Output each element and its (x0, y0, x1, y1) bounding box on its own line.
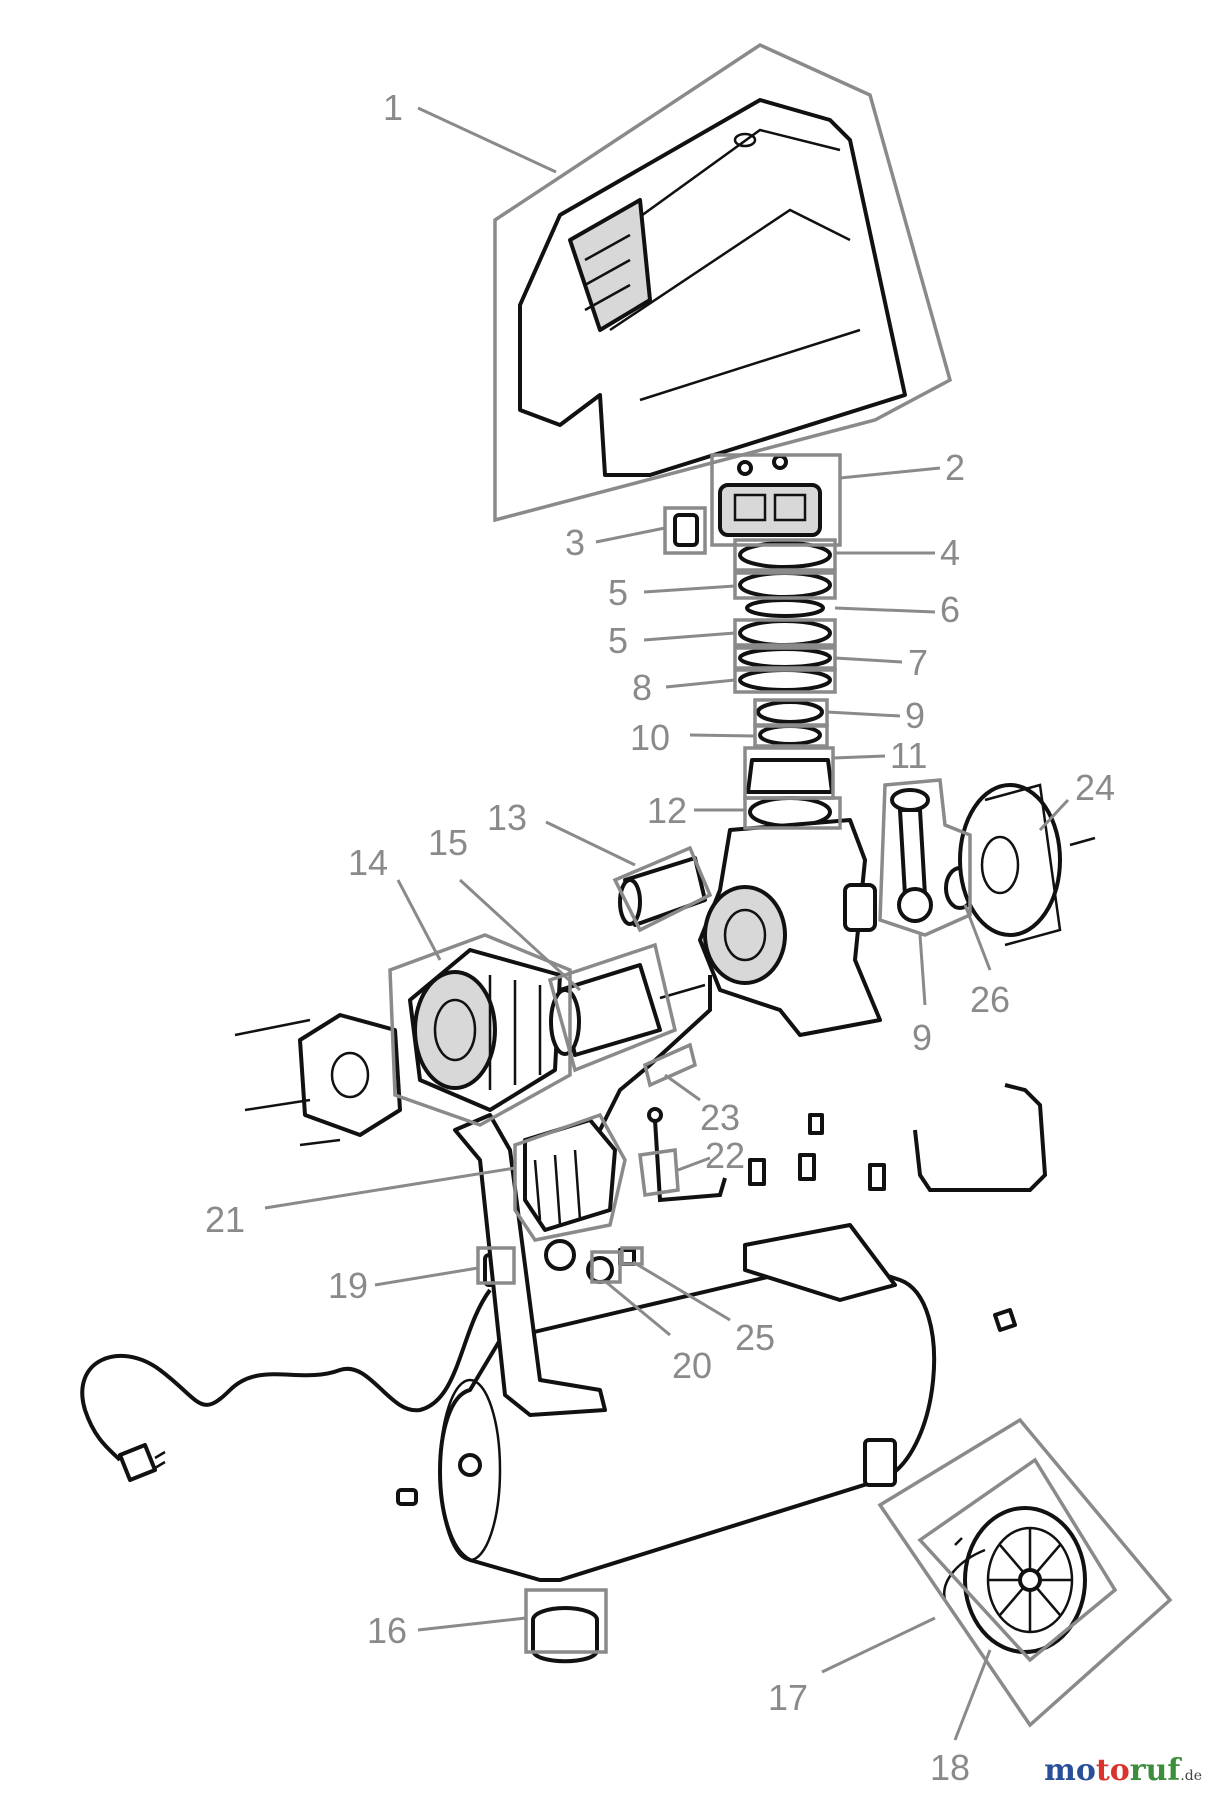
label-1: 1 (383, 87, 403, 128)
brand-tld: .de (1180, 1768, 1202, 1784)
label-15: 15 (428, 822, 468, 863)
part-outlet-pipe (647, 1107, 727, 1203)
part-hose (913, 1083, 1048, 1192)
part-fan (958, 783, 1096, 947)
part-cylinder-head (718, 454, 822, 537)
label-8: 8 (632, 667, 652, 708)
label-14: 14 (348, 842, 388, 883)
label-10: 10 (630, 717, 670, 758)
label-20: 20 (672, 1345, 712, 1386)
part-stator (408, 948, 562, 1112)
part-tank (438, 1223, 937, 1582)
part-number-labels: 1 2 3 4 5 6 5 7 8 9 10 11 12 13 14 15 24… (205, 87, 1115, 1788)
part-clip (993, 1308, 1017, 1332)
part-crankcase (698, 818, 882, 1037)
brand-part-2: to (1095, 1753, 1130, 1788)
part-connecting-rod (890, 788, 933, 923)
label-23: 23 (700, 1097, 740, 1138)
brand-part-3: ruf (1129, 1753, 1181, 1788)
label-5a: 5 (608, 572, 628, 613)
label-3: 3 (565, 522, 585, 563)
part-handle (453, 1113, 607, 1417)
part-fitting (673, 513, 699, 547)
brand-part-1: mo (1044, 1753, 1096, 1788)
part-screws (748, 1113, 886, 1191)
leader-lines (264, 106, 1070, 1741)
label-21: 21 (205, 1199, 245, 1240)
label-26: 26 (970, 979, 1010, 1020)
label-5b: 5 (608, 620, 628, 661)
label-19: 19 (328, 1265, 368, 1306)
label-11: 11 (890, 735, 927, 776)
part-nut (396, 1488, 418, 1506)
label-2: 2 (945, 447, 965, 488)
part-piston-stack (746, 700, 834, 828)
part-air-tube (598, 975, 712, 1131)
label-24: 24 (1075, 767, 1115, 808)
part-capacitor (618, 856, 707, 927)
label-12: 12 (647, 790, 687, 831)
label-9a: 9 (905, 695, 925, 736)
label-16: 16 (367, 1610, 407, 1651)
label-18: 18 (930, 1747, 970, 1788)
label-7: 7 (908, 642, 928, 683)
label-22: 22 (705, 1135, 745, 1176)
label-4: 4 (940, 532, 960, 573)
brand-watermark: motoruf.de (1044, 1753, 1202, 1788)
part-rotor (549, 963, 706, 1057)
part-power-cord (80, 1288, 492, 1482)
label-17: 17 (768, 1677, 808, 1718)
label-25: 25 (735, 1317, 775, 1358)
part-cover (518, 98, 907, 477)
part-tank-fittings (544, 1239, 636, 1284)
label-9b: 9 (912, 1017, 932, 1058)
label-13: 13 (487, 797, 527, 838)
label-boxes (388, 43, 1173, 1728)
part-end-shield (234, 1013, 402, 1147)
label-6: 6 (940, 589, 960, 630)
